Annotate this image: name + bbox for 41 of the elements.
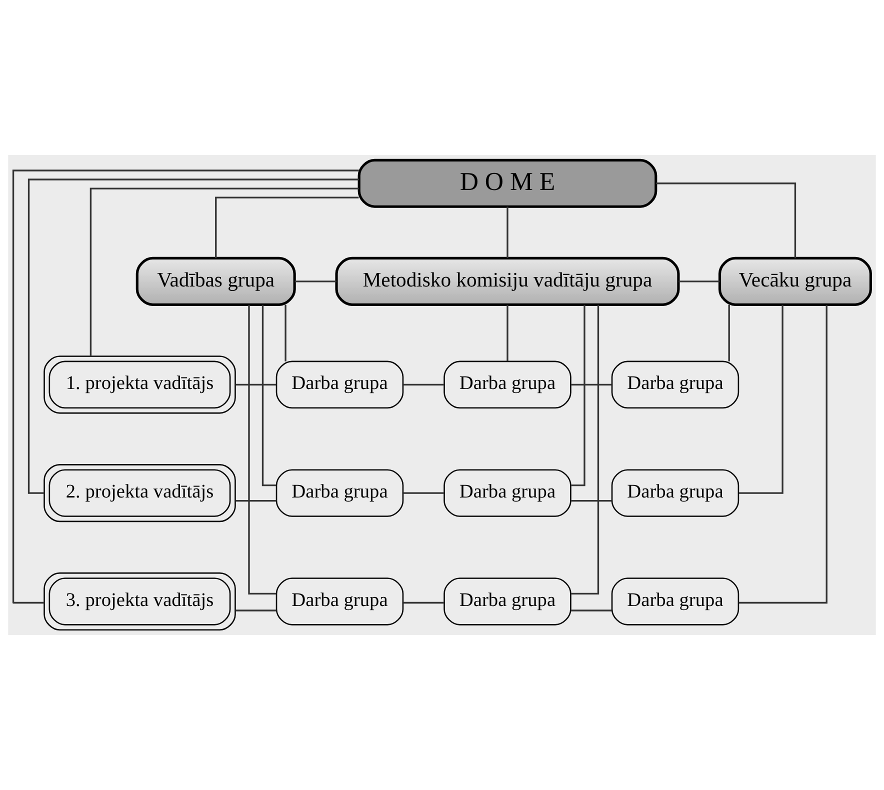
connector xyxy=(12,170,359,604)
connector xyxy=(248,304,276,595)
connector xyxy=(571,304,586,486)
node-box: Darba grupa xyxy=(611,469,740,517)
connector xyxy=(571,304,600,595)
connector xyxy=(294,280,336,282)
connector xyxy=(403,492,444,494)
node-box: Metodisko komisiju vadītāju grupa xyxy=(335,256,680,306)
node-box: Darba grupa xyxy=(276,578,404,626)
connector xyxy=(284,304,286,362)
node-box: Darba grupa xyxy=(444,578,572,626)
connector xyxy=(728,304,730,362)
connector xyxy=(738,305,828,604)
connector xyxy=(738,304,784,494)
connector xyxy=(570,610,612,612)
connector xyxy=(90,188,359,356)
node-box: Darba grupa xyxy=(276,360,404,409)
connector xyxy=(262,304,276,486)
node-box: Darba grupa xyxy=(276,469,404,517)
connector xyxy=(678,280,720,282)
node-box: 1. projekta vadītājs xyxy=(44,356,236,414)
node-box: Darba grupa xyxy=(611,360,740,409)
connector xyxy=(236,384,276,386)
connector xyxy=(570,500,612,502)
node-box: Darba grupa xyxy=(444,469,572,517)
node-box: Darba grupa xyxy=(611,578,740,626)
node-box: 2. projekta vadītājs xyxy=(44,464,236,522)
connector xyxy=(506,206,508,258)
connector xyxy=(403,384,444,386)
node-box: Vecāku grupa xyxy=(718,256,872,306)
connector xyxy=(236,610,276,612)
node-box: Darba grupa xyxy=(444,360,572,409)
node-box: 3. projekta vadītājs xyxy=(44,572,236,630)
connector xyxy=(570,384,612,386)
connector xyxy=(506,304,508,362)
connector xyxy=(236,500,276,502)
connector xyxy=(403,602,444,604)
connector xyxy=(656,182,796,258)
node-box: D O M E xyxy=(358,158,658,208)
connector xyxy=(215,196,359,258)
node-box: Vadības grupa xyxy=(136,256,296,306)
